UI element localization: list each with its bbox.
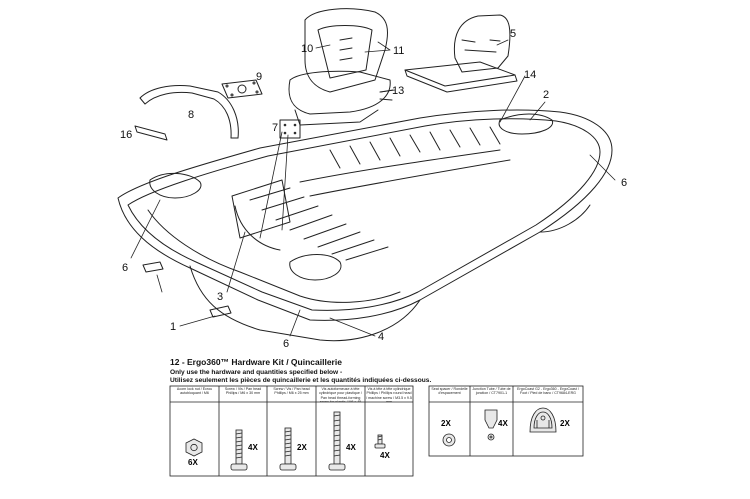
acorn-nut-icon xyxy=(185,438,203,457)
callout-9: 9 xyxy=(256,71,262,83)
qty-acorn-nut: 6X xyxy=(188,458,198,467)
hardware-kit-subtitle-fr: Utilisez seulement les pièces de quincai… xyxy=(170,377,432,384)
callout-14: 14 xyxy=(524,69,536,81)
fastener-part xyxy=(142,261,232,318)
cell-head-acorn-nut: Acorn lock nut / Écrou autobloquant / M6 xyxy=(176,387,213,396)
qty-plastic-screw: 4X xyxy=(346,443,356,452)
callout-11: 11 xyxy=(393,45,404,57)
seat-foot-icon xyxy=(529,407,557,433)
strap-part xyxy=(134,125,168,141)
medium-screw-icon xyxy=(279,427,297,471)
callout-10: 10 xyxy=(301,43,313,55)
qty-small-screw: 4X xyxy=(380,451,390,460)
mount-plate-part xyxy=(221,79,263,99)
washer-icon xyxy=(442,433,456,447)
callout-6b: 6 xyxy=(283,338,289,350)
seat-part xyxy=(404,14,518,93)
cell-head-washer: Seat spacer / Rondelle d'espacement xyxy=(431,387,468,396)
hardware-table-left xyxy=(169,385,414,477)
callout-13: 13 xyxy=(392,85,404,97)
plastic-screw-icon xyxy=(328,411,346,471)
qty-seat-foot: 2X xyxy=(560,419,570,428)
hull-part xyxy=(117,109,613,342)
callout-2: 2 xyxy=(543,89,549,101)
junction-tube-icon xyxy=(484,409,498,441)
long-screw-icon xyxy=(230,429,248,471)
frame-seat-part xyxy=(288,8,394,126)
handle-part xyxy=(139,85,239,139)
hardware-table-right xyxy=(428,385,584,457)
qty-long-screw: 4X xyxy=(248,443,258,452)
cell-head-medium-screw: Screw / Vis / Pan head Phillips / M6 x 2… xyxy=(273,387,310,396)
callout-6c: 6 xyxy=(621,177,627,189)
small-screw-icon xyxy=(374,434,386,449)
callout-5: 5 xyxy=(510,28,516,40)
hardware-kit-title: 12 - Ergo360™ Hardware Kit / Quincailler… xyxy=(170,357,342,367)
callout-1: 1 xyxy=(170,321,176,333)
callout-3: 3 xyxy=(217,291,223,303)
qty-junction-tube: 4X xyxy=(498,419,508,428)
cell-head-plastic-screw: Vis autoformeuse à tête cylindrique pour… xyxy=(319,387,362,402)
qty-medium-screw: 2X xyxy=(297,443,307,452)
hardware-kit-subtitle-en: Only use the hardware and quantities spe… xyxy=(170,369,343,376)
callout-7: 7 xyxy=(272,122,278,134)
cell-head-seat-foot: ErgoCoast G2 - Ergo360 - ErgoCoast / Foo… xyxy=(517,387,579,396)
callout-16: 16 xyxy=(120,129,132,141)
plate-7-part xyxy=(279,119,301,139)
callout-4: 4 xyxy=(378,331,384,343)
cell-head-small-screw: Vis à tête à tête cylindrique Phillips /… xyxy=(366,387,412,402)
callout-6a: 6 xyxy=(122,262,128,274)
cell-head-junction-tube: Junction Tube / Tube de jonction / CT790… xyxy=(472,387,511,396)
callout-8: 8 xyxy=(188,109,194,121)
cell-head-long-screw: Screw / Vis / Pan head Phillips / M6 x 3… xyxy=(224,387,262,396)
qty-washer: 2X xyxy=(441,419,451,428)
